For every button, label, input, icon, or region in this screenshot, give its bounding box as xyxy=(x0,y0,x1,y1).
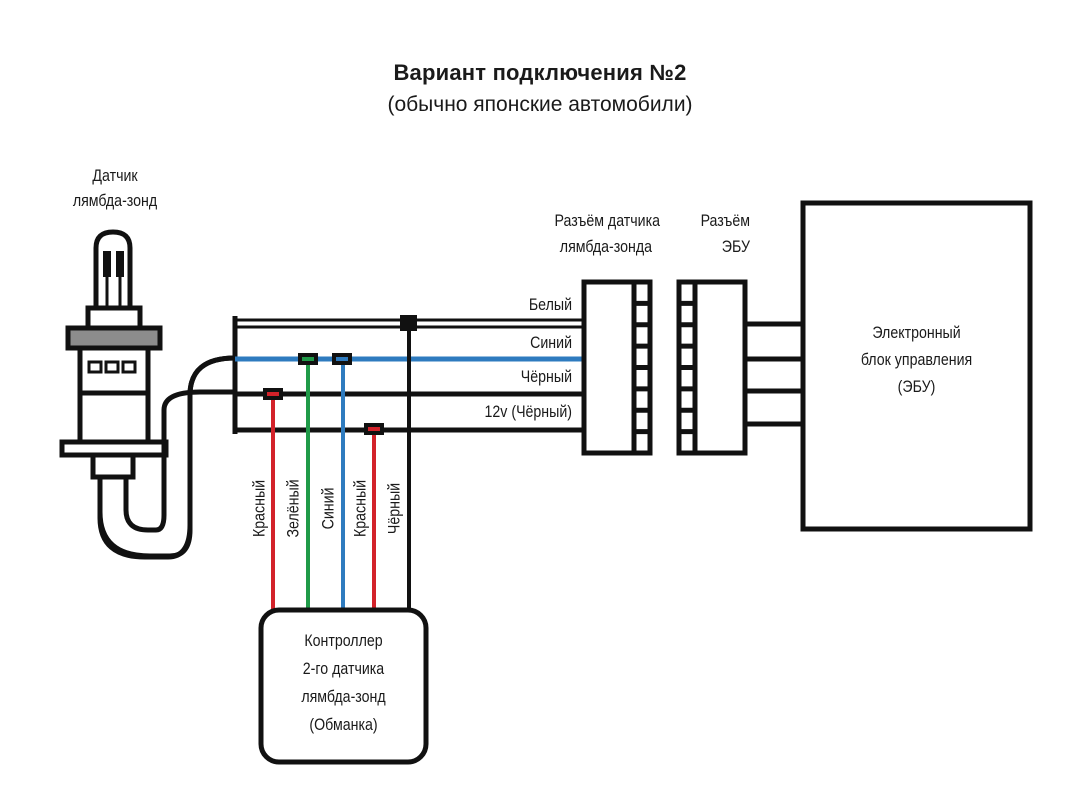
sensor-label-line2: лямбда-зонд xyxy=(72,192,158,210)
controller-wire-label-black: Чёрный xyxy=(385,482,404,535)
controller-label-line2: 2-го датчика xyxy=(302,660,385,678)
wire-label-blue: Синий xyxy=(530,334,572,352)
controller-label-line3: лямбда-зонд xyxy=(301,688,386,706)
wire-label-black: Чёрный xyxy=(520,368,572,386)
ecu-wires xyxy=(745,321,804,427)
sensor-connector-label-line1: Разъём датчика xyxy=(554,212,660,230)
controller-wire-label-green: Зелёный xyxy=(284,479,303,538)
ecu-label-line2: блок управления xyxy=(860,351,973,369)
sensor-label-line1: Датчик xyxy=(92,167,138,185)
wire-label-white: Белый xyxy=(528,296,572,314)
controller-wire-label-red-2: Красный xyxy=(351,479,370,538)
controller-label-line4: (Обманка) xyxy=(309,716,378,734)
tap-connector-red-2 xyxy=(364,423,384,435)
controller-label-line1: Контроллер xyxy=(304,632,383,650)
lambda-sensor-icon xyxy=(59,229,169,480)
junction-black xyxy=(400,315,417,331)
diagram-title: Вариант подключения №2 xyxy=(393,60,687,85)
sensor-connector-label-line2: лямбда-зонда xyxy=(559,238,652,256)
wire-label-12v: 12v (Чёрный) xyxy=(484,403,572,421)
controller-wires xyxy=(263,315,417,610)
sensor-connector xyxy=(581,279,653,456)
tap-connector-blue xyxy=(332,353,352,365)
ecu-box xyxy=(800,200,1033,532)
sensor-cable-outline xyxy=(97,355,236,560)
controller-box xyxy=(258,607,429,765)
controller-wire-label-red-1: Красный xyxy=(250,479,269,538)
tap-connector-red-1 xyxy=(263,388,283,400)
ecu-label-line3: (ЭБУ) xyxy=(897,378,936,396)
diagram-subtitle: (обычно японские автомобили) xyxy=(387,93,693,116)
ecu-connector-label-line2: ЭБУ xyxy=(721,238,750,256)
ecu-connector xyxy=(676,279,748,456)
ecu-connector-label-line1: Разъём xyxy=(700,212,750,230)
controller-wire-label-blue: Синий xyxy=(319,487,338,530)
ecu-label-line1: Электронный xyxy=(872,324,961,342)
tap-connector-green xyxy=(298,353,318,365)
